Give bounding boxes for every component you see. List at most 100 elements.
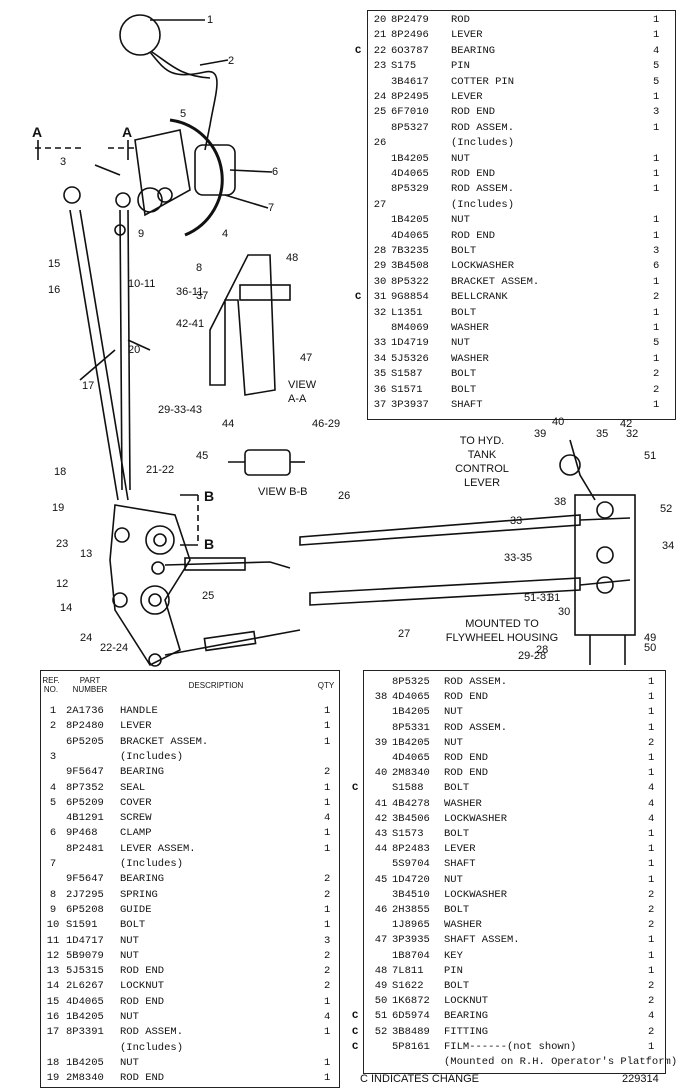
- right-table-desc: KEY: [444, 949, 463, 962]
- top-table-desc: ROD ASSEM.: [451, 121, 515, 134]
- right-table-qty: 1: [648, 691, 655, 704]
- top-table-desc: ROD END: [451, 106, 496, 119]
- left-table-qty: 1: [324, 720, 331, 733]
- left-table-desc: BOLT: [120, 919, 146, 932]
- left-table-qty: 1: [324, 735, 331, 748]
- left-table-qty: 1: [324, 1026, 331, 1039]
- top-table-qty: 3: [653, 106, 660, 119]
- left-table-ref: 10: [46, 919, 60, 932]
- top-table-desc: LEVER: [451, 91, 483, 103]
- right-table-desc: LOCKNUT: [444, 995, 489, 1008]
- right-table-qty: 1: [648, 706, 655, 719]
- top-table-part: 9G8854: [391, 291, 429, 304]
- top-table-desc: ROD: [451, 14, 470, 26]
- left-table-desc: LEVER: [120, 720, 152, 733]
- callout-label: 31: [548, 592, 561, 604]
- top-table-ref: 33: [373, 337, 387, 350]
- callout-label: 48: [286, 252, 299, 264]
- right-table-part: 7L811: [392, 964, 424, 977]
- section-b-top: B: [204, 488, 215, 504]
- callout-label: 28: [536, 644, 549, 656]
- right-table-part: S1622: [392, 980, 424, 992]
- right-table-qty: 4: [648, 782, 655, 795]
- top-table-desc: NUT: [451, 214, 470, 227]
- left-table-part: 6P5205: [66, 735, 104, 748]
- left-table-qty: 1: [324, 1056, 331, 1069]
- top-table-qty: 5: [653, 75, 660, 88]
- right-table-part: 2H3855: [392, 904, 430, 916]
- right-table-ref: 52: [374, 1025, 388, 1038]
- top-table-ref: 30: [373, 275, 387, 288]
- change-legend: C INDICATES CHANGE: [360, 1073, 479, 1085]
- callout-label: 21-22: [146, 464, 175, 476]
- top-table-desc: BOLT: [451, 383, 477, 396]
- left-table-part: 8P2481: [66, 842, 104, 855]
- top-table-ref: 20: [373, 14, 387, 26]
- top-table-qty: 2: [653, 368, 660, 381]
- right-table-qty: 1: [648, 964, 655, 977]
- left-table-ref: 14: [46, 980, 60, 993]
- right-table-qty: 2: [648, 904, 655, 916]
- left-table-ref: 7: [49, 858, 57, 870]
- right-table-desc: BEARING: [444, 1010, 489, 1023]
- left-table-part: S1591: [66, 919, 98, 932]
- top-table-part: 5J5326: [391, 352, 429, 365]
- right-table-part: 4D4065: [392, 752, 430, 764]
- callout-label: 24: [80, 632, 93, 644]
- callout-label: 4: [222, 228, 229, 240]
- top-table-part: 8M4069: [391, 322, 429, 334]
- callout-label: 51: [644, 450, 657, 462]
- top-table-qty: 2: [653, 291, 660, 304]
- left-table-ref: 12: [46, 949, 60, 962]
- right-table-part: 5S9704: [392, 858, 430, 871]
- right-table-part: 1D4720: [392, 873, 430, 886]
- right-table-desc: BOLT: [444, 782, 470, 795]
- right-table-desc: ROD END: [444, 767, 489, 780]
- left-table-part: 6P5209: [66, 796, 104, 809]
- top-table-desc: ROD ASSEM.: [451, 183, 515, 196]
- right-table-desc: BOLT: [444, 828, 470, 840]
- callout-label: 42: [620, 418, 633, 430]
- right-table-qty: 2: [648, 1025, 655, 1038]
- top-table-part: 6F7010: [391, 106, 429, 119]
- left-table-part: 4D4065: [66, 995, 104, 1008]
- callout-label: 20: [128, 344, 141, 356]
- right-table-c: C: [352, 1040, 359, 1053]
- left-table-ref: 4: [49, 781, 57, 794]
- right-table-desc: NUT: [444, 706, 463, 719]
- top-table-qty: 1: [653, 14, 660, 26]
- left-table-part: 9P468: [66, 827, 98, 840]
- top-table-desc: BOLT: [451, 306, 477, 319]
- top-table-part: L1351: [391, 306, 423, 319]
- callout-label: 16: [48, 284, 61, 296]
- right-table-desc: BOLT: [444, 980, 470, 992]
- left-table-part: 5J5315: [66, 965, 104, 978]
- right-table-c: C: [352, 1025, 359, 1038]
- right-table-qty: 4: [648, 812, 655, 825]
- lever-arm: [149, 51, 218, 151]
- right-table-part: 5P8161: [392, 1040, 430, 1053]
- callout-label: 29-28: [518, 650, 547, 662]
- rod-26: [299, 514, 581, 546]
- left-table-qty: 2: [324, 949, 331, 962]
- top-table-qty: 1: [653, 229, 660, 242]
- left-table-qty: 4: [324, 1011, 331, 1023]
